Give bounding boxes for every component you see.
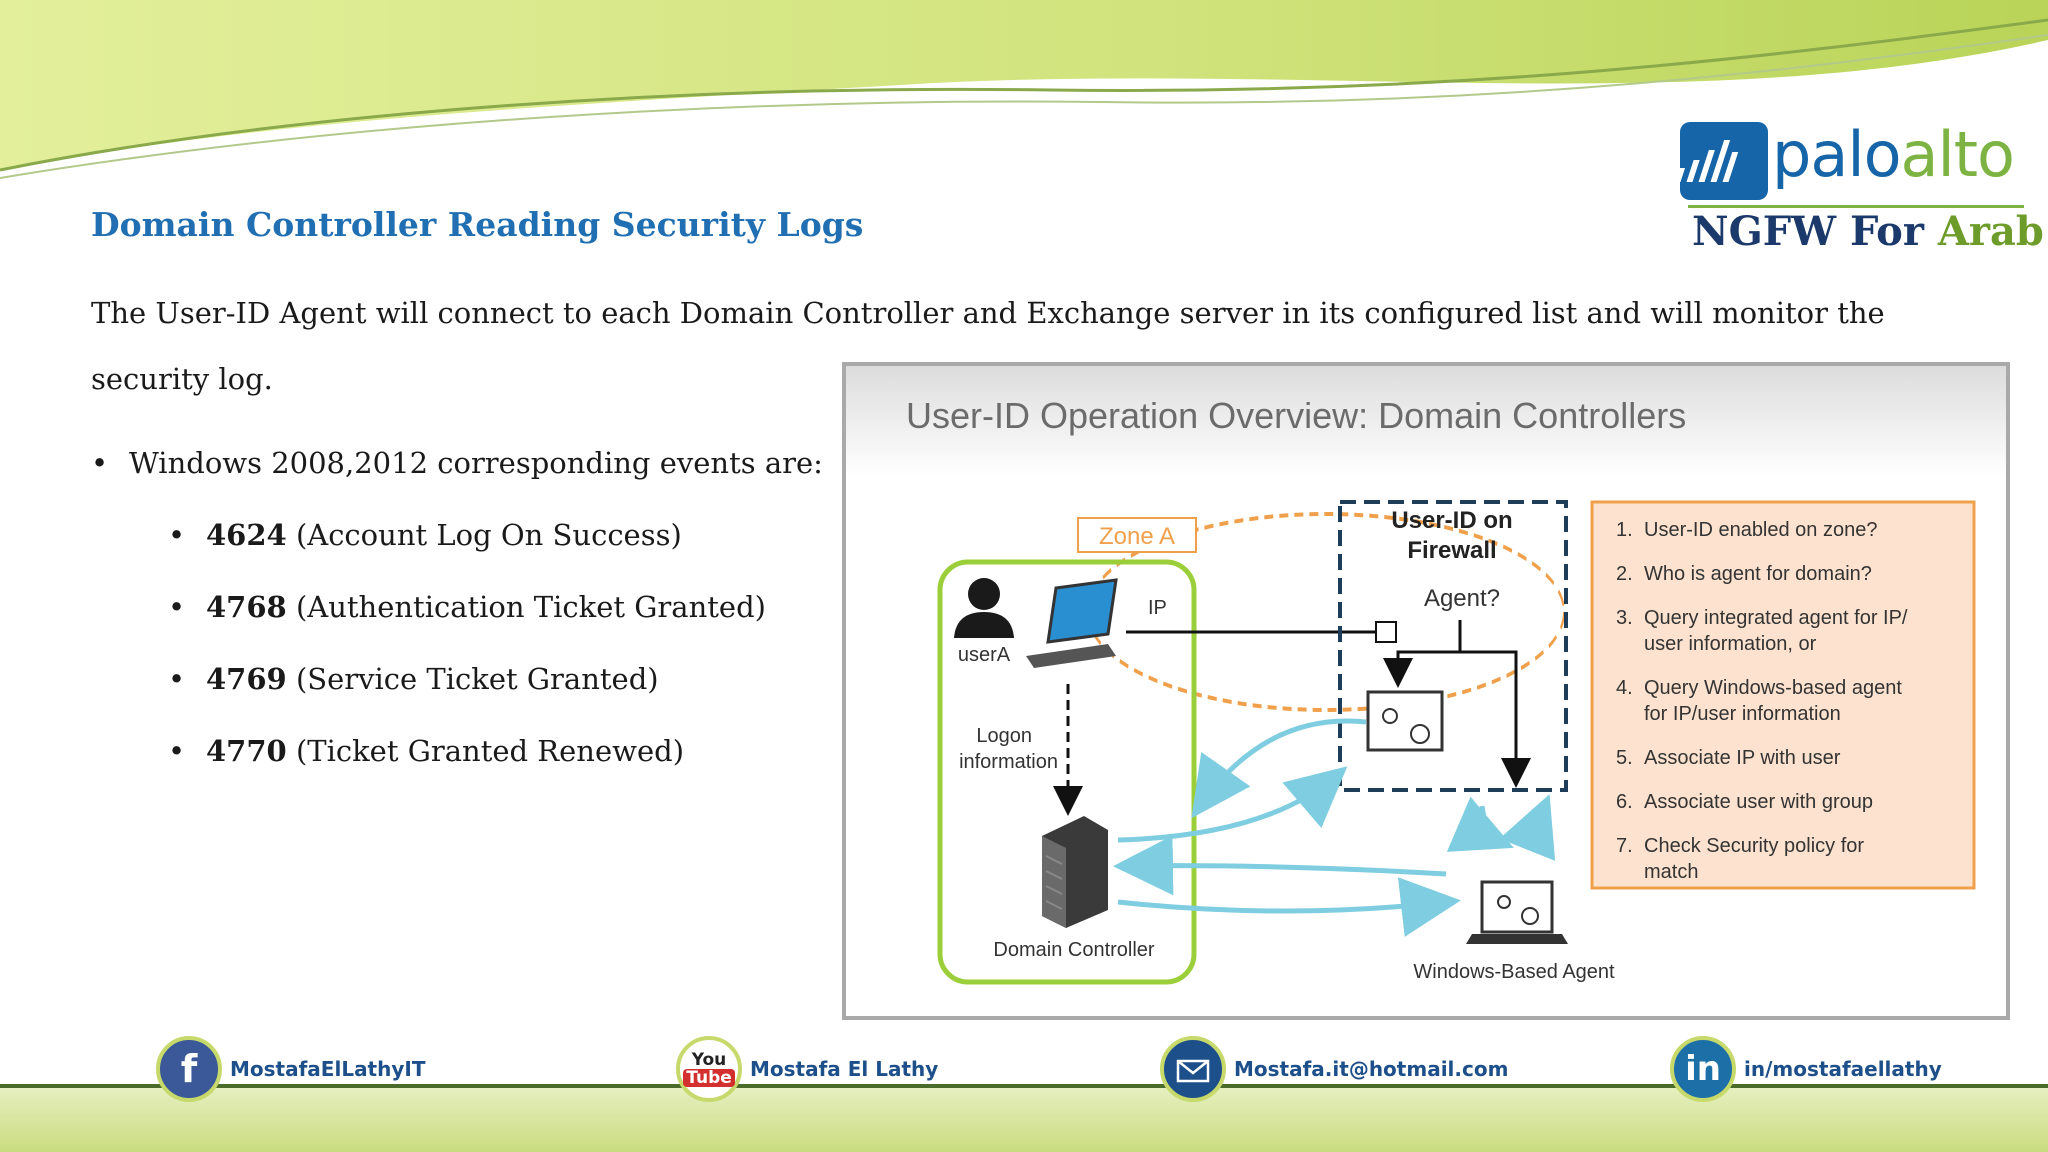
integrated-agent-icon xyxy=(1366,690,1444,752)
user-icon xyxy=(954,578,1014,638)
header-swoosh-decoration xyxy=(0,0,2048,179)
youtube-icon: You Tube xyxy=(676,1036,742,1102)
steps-list: 1. User-ID enabled on zone? 2. Who is agent… xyxy=(1616,519,1908,883)
email-label: Mostafa.it@hotmail.com xyxy=(1234,1057,1509,1081)
event-item-4624: •4624 (Account Log On Success) xyxy=(168,518,682,552)
palo-alto-logo-icon xyxy=(1674,122,1768,200)
email-icon xyxy=(1160,1036,1226,1102)
windows-agent-laptop-icon xyxy=(1466,880,1568,944)
logon-label-1: Logon xyxy=(976,725,1032,747)
laptop-icon xyxy=(1026,578,1118,668)
step-number-3: 3. xyxy=(1616,607,1633,629)
facebook-link[interactable]: f MostafaElLathyIT xyxy=(156,1036,425,1102)
domain-controller-server-icon xyxy=(1042,816,1108,928)
domain-controller-label: Domain Controller xyxy=(993,939,1155,961)
palo-alto-brand-text: paloalto xyxy=(1772,118,2015,191)
facebook-icon: f xyxy=(156,1036,222,1102)
step-text-3-line-1: Query integrated agent for IP/ xyxy=(1644,607,1908,629)
user-id-firewall-box xyxy=(1338,500,1568,792)
step-text-1-line-1: User-ID enabled on zone? xyxy=(1644,519,1877,541)
step-number-1: 1. xyxy=(1616,519,1633,541)
agent-question: Agent? xyxy=(1424,585,1500,612)
step-text-7-line-2: match xyxy=(1644,861,1698,883)
user-id-diagram: User-ID Operation Overview: Domain Contr… xyxy=(842,362,2010,1020)
user-label: userA xyxy=(958,644,1011,666)
step-text-2-line-1: Who is agent for domain? xyxy=(1644,563,1872,585)
event-item-4768: •4768 (Authentication Ticket Granted) xyxy=(168,590,766,624)
slide-title: Domain Controller Reading Security Logs xyxy=(91,205,864,244)
step-text-4-line-2: for IP/user information xyxy=(1644,703,1841,725)
youtube-link[interactable]: You Tube Mostafa El Lathy xyxy=(676,1036,938,1102)
logo-tagline: NGFW For Arab xyxy=(1692,208,2044,255)
zone-a-label: Zone A xyxy=(1099,523,1175,550)
step-number-6: 6. xyxy=(1616,791,1633,813)
step-number-5: 5. xyxy=(1616,747,1633,769)
diagram-title: User-ID Operation Overview: Domain Contr… xyxy=(906,395,1686,436)
footer-divider xyxy=(0,1084,2048,1088)
step-text-7-line-1: Check Security policy for xyxy=(1644,835,1864,857)
step-number-2: 2. xyxy=(1616,563,1633,585)
logon-label-2: information xyxy=(959,751,1058,773)
firewall-label-2: Firewall xyxy=(1407,537,1496,564)
step-number-7: 7. xyxy=(1616,835,1633,857)
step-number-4: 4. xyxy=(1616,677,1633,699)
linkedin-link[interactable]: in in/mostafaellathy xyxy=(1670,1036,1942,1102)
step-text-5-line-1: Associate IP with user xyxy=(1644,747,1841,769)
facebook-label: MostafaElLathyIT xyxy=(230,1057,426,1081)
steps-box xyxy=(1590,500,1976,890)
event-item-4769: •4769 (Service Ticket Granted) xyxy=(168,662,659,696)
step-text-3-line-2: user information, or xyxy=(1644,633,1817,655)
youtube-label: Mostafa El Lathy xyxy=(750,1057,939,1081)
ip-label: IP xyxy=(1148,597,1167,619)
event-item-4770: •4770 (Ticket Granted Renewed) xyxy=(168,734,685,768)
linkedin-label: in/mostafaellathy xyxy=(1744,1057,1942,1081)
intro-paragraph-line-1: The User-ID Agent will connect to each D… xyxy=(91,296,1885,330)
intro-paragraph-line-2: security log. xyxy=(91,362,273,396)
email-link[interactable]: Mostafa.it@hotmail.com xyxy=(1160,1036,1508,1102)
firewall-label-1: User-ID on xyxy=(1391,507,1512,534)
step-text-6-line-1: Associate user with group xyxy=(1644,791,1873,813)
step-text-4-line-1: Query Windows-based agent xyxy=(1644,677,1902,699)
windows-agent-label: Windows-Based Agent xyxy=(1413,961,1615,983)
logo-divider xyxy=(1688,205,2024,208)
bullet-windows-events: •Windows 2008,2012 corresponding events … xyxy=(91,446,823,480)
linkedin-icon: in xyxy=(1670,1036,1736,1102)
